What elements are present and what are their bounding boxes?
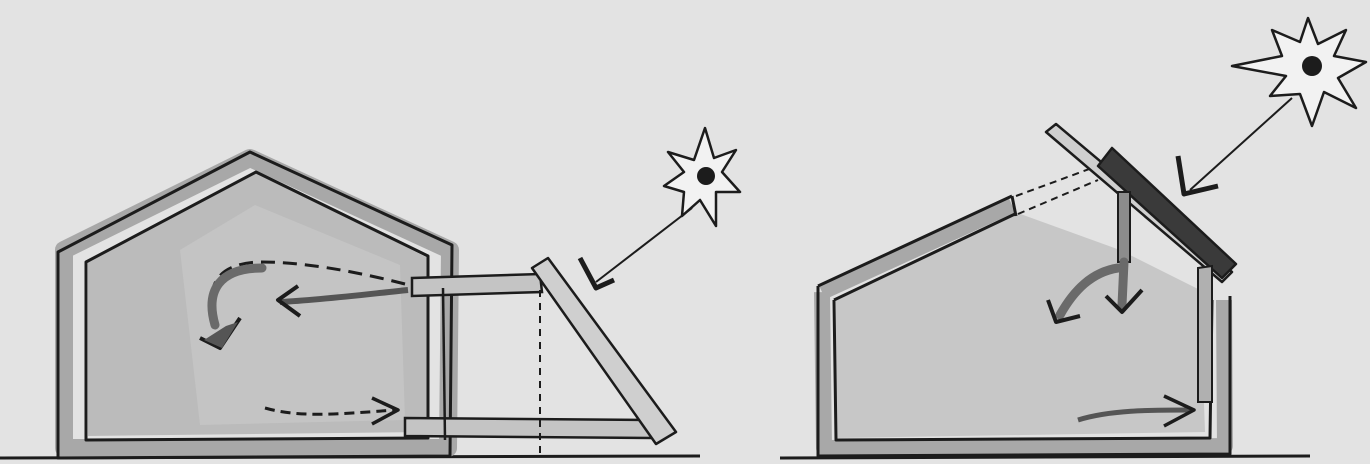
heat-down-arrow [1117, 257, 1129, 310]
sun-ray-arrowhead-left [577, 256, 616, 291]
sunspace-upper-beam [410, 272, 544, 298]
roof-break-tick [1010, 195, 1018, 217]
house-wall-band [55, 149, 459, 457]
room-outer-outline [816, 194, 1232, 458]
sloped-glazing [530, 256, 678, 446]
sun-left [662, 126, 742, 228]
floor-airflow-arrowhead [1163, 394, 1196, 428]
warm-air-flow-arrow [279, 287, 409, 305]
house-inner-outline [84, 170, 430, 442]
heat-diagonal-arrow [1055, 263, 1123, 320]
sun-core-left [697, 167, 715, 185]
ground-line-right [779, 454, 1311, 460]
floor-airflow-arrow [1077, 407, 1191, 423]
sun-right [1230, 16, 1368, 128]
sun-ray-right [1189, 97, 1293, 191]
house-outer-outline [56, 150, 454, 460]
circulation-curl-arrowhead-fill [204, 322, 238, 348]
wall-duct [1197, 264, 1213, 403]
house-interior-wash-light [180, 205, 405, 425]
room-interior-wash [836, 212, 1205, 438]
sun-ray-arrowhead-right [1175, 155, 1219, 197]
sun-ray-left [595, 207, 693, 283]
sunspace-post [441, 287, 447, 441]
solar-panel [1096, 146, 1238, 280]
sun-star-right [1230, 16, 1368, 128]
duct-vertical [1117, 191, 1131, 263]
roof-dashed-extension-top [1015, 167, 1093, 197]
roof-dashed-extension-bottom [1017, 179, 1099, 215]
warm-air-arrowhead-top [276, 284, 302, 318]
sun-core-right [1302, 56, 1322, 76]
circulation-curl-arrow [207, 263, 267, 330]
heat-down-arrowhead [1104, 288, 1144, 314]
left-sketch [0, 126, 742, 460]
cool-air-return-arrow [264, 406, 396, 416]
heat-diagonal-arrowhead [1046, 299, 1081, 324]
sunspace-lower-beam [403, 416, 654, 440]
cool-air-arrowhead [371, 396, 400, 426]
right-sketch [779, 16, 1368, 460]
room-wall-band [814, 197, 1233, 456]
